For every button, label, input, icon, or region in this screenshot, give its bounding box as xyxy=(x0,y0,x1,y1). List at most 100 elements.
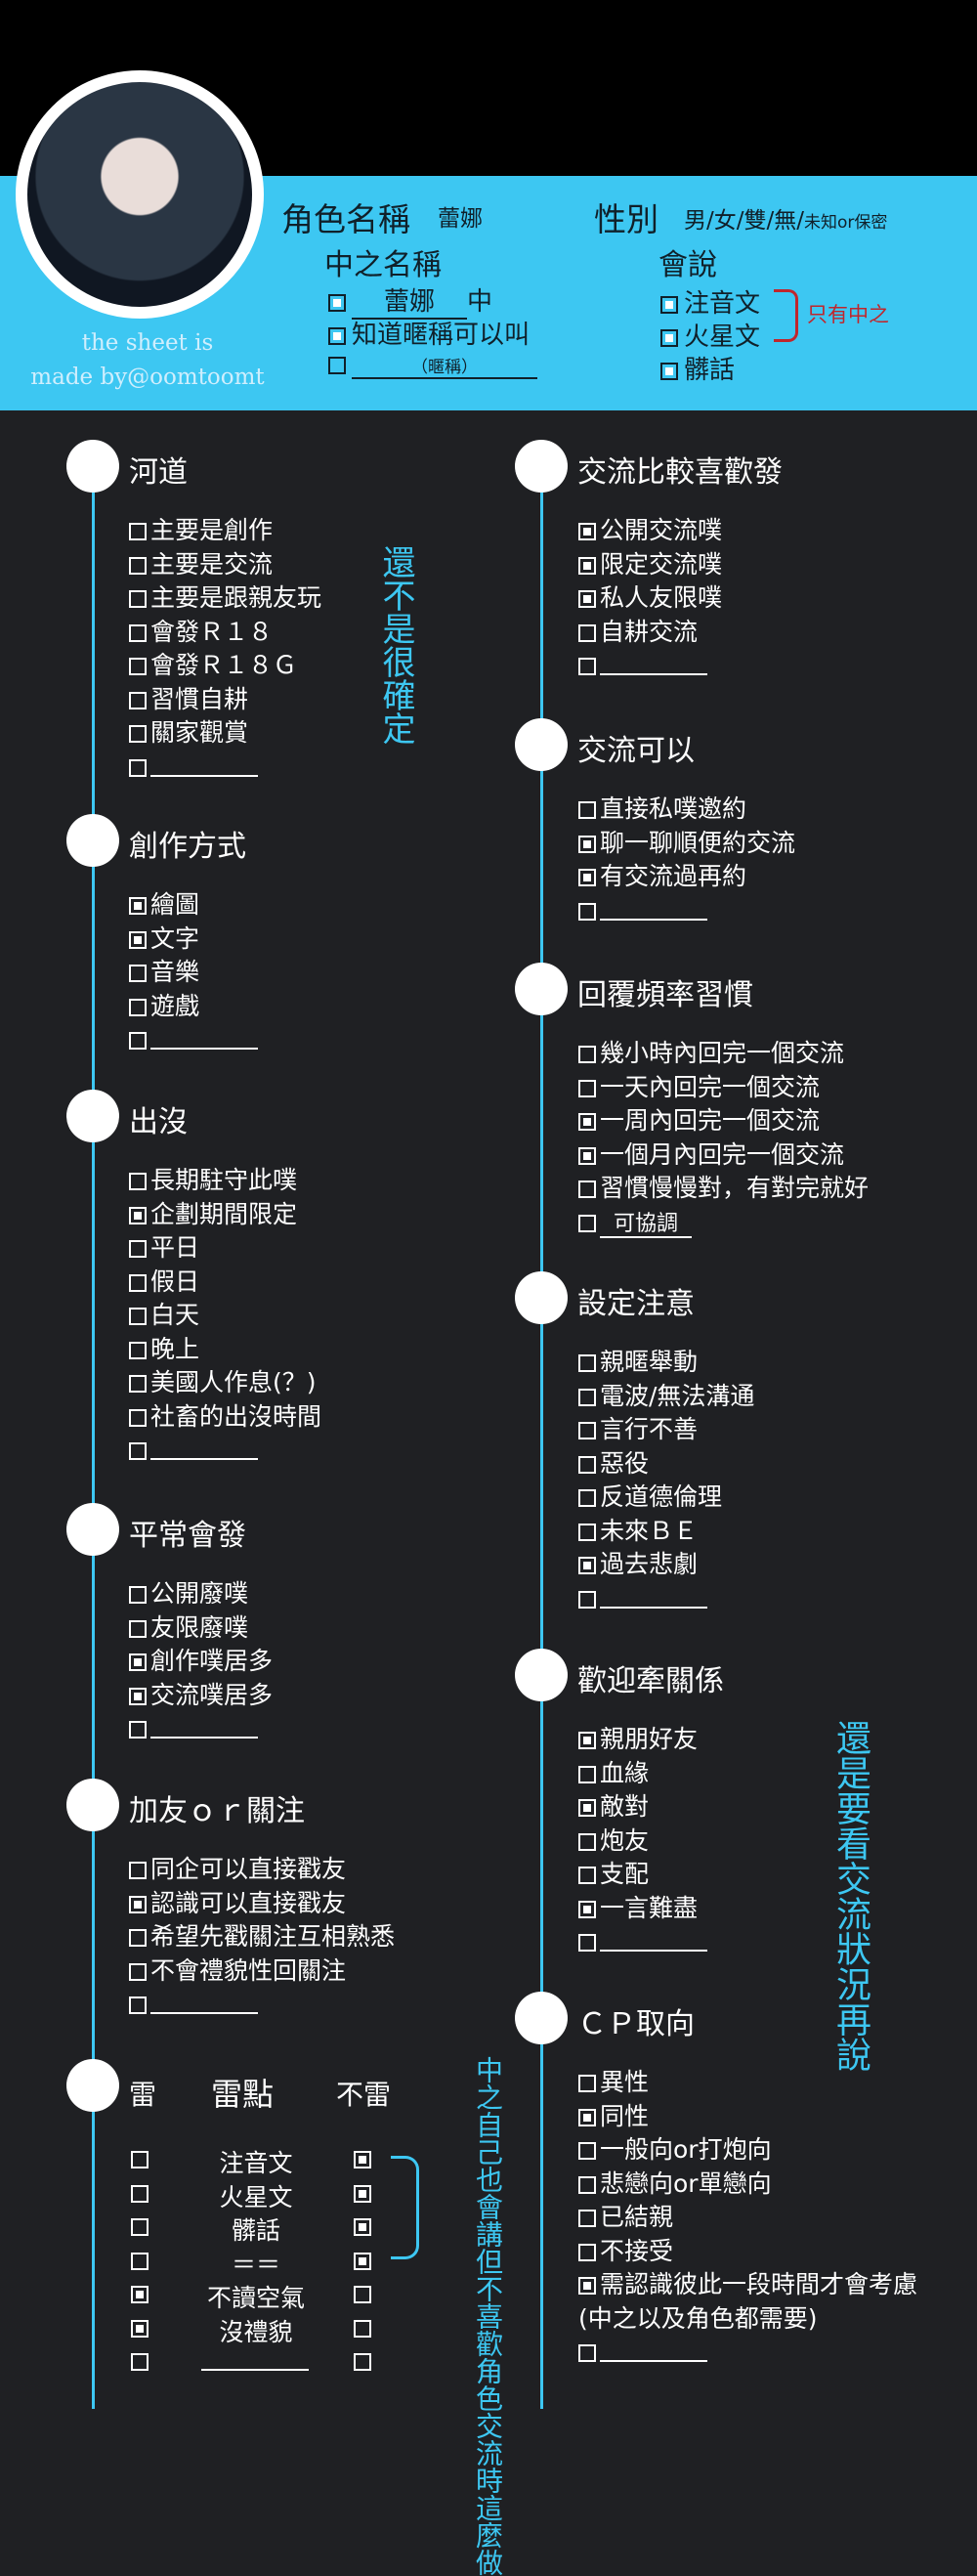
option-checkbox[interactable] xyxy=(129,658,147,675)
option-checkbox[interactable] xyxy=(578,1146,596,1165)
option-checkbox[interactable] xyxy=(129,1240,147,1258)
option-checkbox[interactable] xyxy=(129,1032,147,1050)
option-checkbox[interactable] xyxy=(129,897,147,915)
option-checkbox[interactable] xyxy=(578,623,596,642)
option-checkbox[interactable] xyxy=(578,1113,596,1131)
option-checkbox[interactable] xyxy=(129,1206,147,1224)
option-checkbox[interactable] xyxy=(578,1354,596,1372)
option-checkbox[interactable] xyxy=(578,1455,596,1474)
option-checkbox[interactable] xyxy=(578,2210,596,2227)
option-checkbox[interactable] xyxy=(578,2243,596,2261)
thunder-checkbox[interactable] xyxy=(131,2319,149,2338)
not-thunder-checkbox[interactable] xyxy=(354,2286,371,2303)
option-checkbox[interactable] xyxy=(578,1523,596,1541)
option-checkbox[interactable] xyxy=(129,1308,147,1325)
option-checkbox[interactable] xyxy=(578,658,596,675)
option-checkbox[interactable] xyxy=(578,1422,596,1439)
option-checkbox[interactable] xyxy=(578,556,596,575)
option-checkbox[interactable] xyxy=(129,1929,147,1947)
pl-nick-blank-checkbox[interactable] xyxy=(328,357,346,374)
speak-checkbox-2[interactable] xyxy=(660,329,678,347)
thunder-checkbox[interactable] xyxy=(131,2184,149,2203)
thunder-blank[interactable] xyxy=(201,2349,309,2371)
thunder-checkbox[interactable] xyxy=(131,2151,149,2168)
option-checkbox[interactable] xyxy=(578,1557,596,1574)
option-checkbox[interactable] xyxy=(578,1181,596,1198)
option-checkbox[interactable] xyxy=(578,801,596,819)
thunder-checkbox[interactable] xyxy=(131,2218,149,2236)
option-checkbox[interactable] xyxy=(129,1375,147,1393)
option-checkbox[interactable] xyxy=(129,1721,147,1739)
option-checkbox[interactable] xyxy=(129,930,147,949)
option-checkbox[interactable] xyxy=(129,758,147,777)
option-checkbox[interactable] xyxy=(578,590,596,608)
option-blank[interactable] xyxy=(600,654,707,675)
option-blank[interactable] xyxy=(600,1587,707,1609)
pl-nick-checkbox[interactable] xyxy=(328,327,346,345)
option-checkbox[interactable] xyxy=(129,1687,147,1705)
option-checkbox[interactable] xyxy=(578,902,596,921)
option-checkbox[interactable] xyxy=(129,1586,147,1604)
option-checkbox[interactable] xyxy=(578,1388,596,1406)
option-checkbox[interactable] xyxy=(129,1653,147,1671)
not-thunder-checkbox[interactable] xyxy=(354,2252,371,2270)
option-checkbox[interactable] xyxy=(578,1214,596,1232)
option-checkbox[interactable] xyxy=(129,1408,147,1427)
option-checkbox[interactable] xyxy=(578,1934,596,1952)
option-blank[interactable] xyxy=(150,1028,258,1050)
thunder-checkbox[interactable] xyxy=(131,2286,149,2303)
option-checkbox[interactable] xyxy=(578,1765,596,1783)
option-checkbox[interactable] xyxy=(578,1900,596,1918)
option-checkbox[interactable] xyxy=(129,1862,147,1879)
option-checkbox[interactable] xyxy=(129,590,147,608)
thunder-checkbox[interactable] xyxy=(131,2252,149,2270)
option-checkbox[interactable] xyxy=(129,1273,147,1292)
option-blank[interactable] xyxy=(600,899,707,921)
option-checkbox[interactable] xyxy=(578,869,596,886)
not-thunder-checkbox[interactable] xyxy=(354,2218,371,2236)
option-checkbox[interactable] xyxy=(578,2344,596,2362)
speak-checkbox-1[interactable] xyxy=(660,296,678,314)
option-checkbox[interactable] xyxy=(578,1489,596,1507)
thunder-checkbox[interactable] xyxy=(131,2353,149,2371)
option-checkbox[interactable] xyxy=(129,623,147,642)
option-checkbox[interactable] xyxy=(129,725,147,743)
option-checkbox[interactable] xyxy=(129,1962,147,1981)
not-thunder-checkbox[interactable] xyxy=(354,2319,371,2338)
option-checkbox[interactable] xyxy=(578,2108,596,2126)
option-blank[interactable] xyxy=(150,755,258,777)
option-checkbox[interactable] xyxy=(578,835,596,853)
option-checkbox[interactable] xyxy=(578,2175,596,2194)
option-checkbox[interactable] xyxy=(129,1619,147,1638)
option-checkbox[interactable] xyxy=(129,1996,147,2014)
option-checkbox[interactable] xyxy=(578,1867,596,1884)
option-checkbox[interactable] xyxy=(578,1799,596,1817)
option-checkbox[interactable] xyxy=(578,1590,596,1609)
option-checkbox[interactable] xyxy=(578,1832,596,1851)
option-checkbox[interactable] xyxy=(129,965,147,982)
option-blank[interactable] xyxy=(150,1438,258,1460)
pl-name-checkbox[interactable] xyxy=(328,294,346,312)
option-checkbox[interactable] xyxy=(129,1341,147,1359)
not-thunder-checkbox[interactable] xyxy=(354,2353,371,2371)
not-thunder-checkbox[interactable] xyxy=(354,2184,371,2203)
option-checkbox[interactable] xyxy=(129,1442,147,1460)
option-checkbox[interactable] xyxy=(129,1173,147,1190)
option-checkbox[interactable] xyxy=(578,2075,596,2092)
option-checkbox[interactable] xyxy=(129,998,147,1016)
option-blank[interactable] xyxy=(600,2340,707,2362)
option-blank[interactable] xyxy=(150,1717,258,1739)
option-checkbox[interactable] xyxy=(578,2142,596,2160)
not-thunder-checkbox[interactable] xyxy=(354,2151,371,2168)
option-checkbox[interactable] xyxy=(578,1079,596,1097)
option-checkbox[interactable] xyxy=(129,556,147,575)
option-blank[interactable] xyxy=(600,1930,707,1952)
option-checkbox[interactable] xyxy=(578,523,596,540)
option-checkbox[interactable] xyxy=(578,1046,596,1063)
option-checkbox[interactable] xyxy=(129,1895,147,1913)
option-checkbox[interactable] xyxy=(129,523,147,540)
option-checkbox[interactable] xyxy=(129,691,147,709)
option-checkbox[interactable] xyxy=(578,1732,596,1749)
option-blank[interactable] xyxy=(150,1993,258,2014)
speak-checkbox-3[interactable] xyxy=(660,363,678,380)
